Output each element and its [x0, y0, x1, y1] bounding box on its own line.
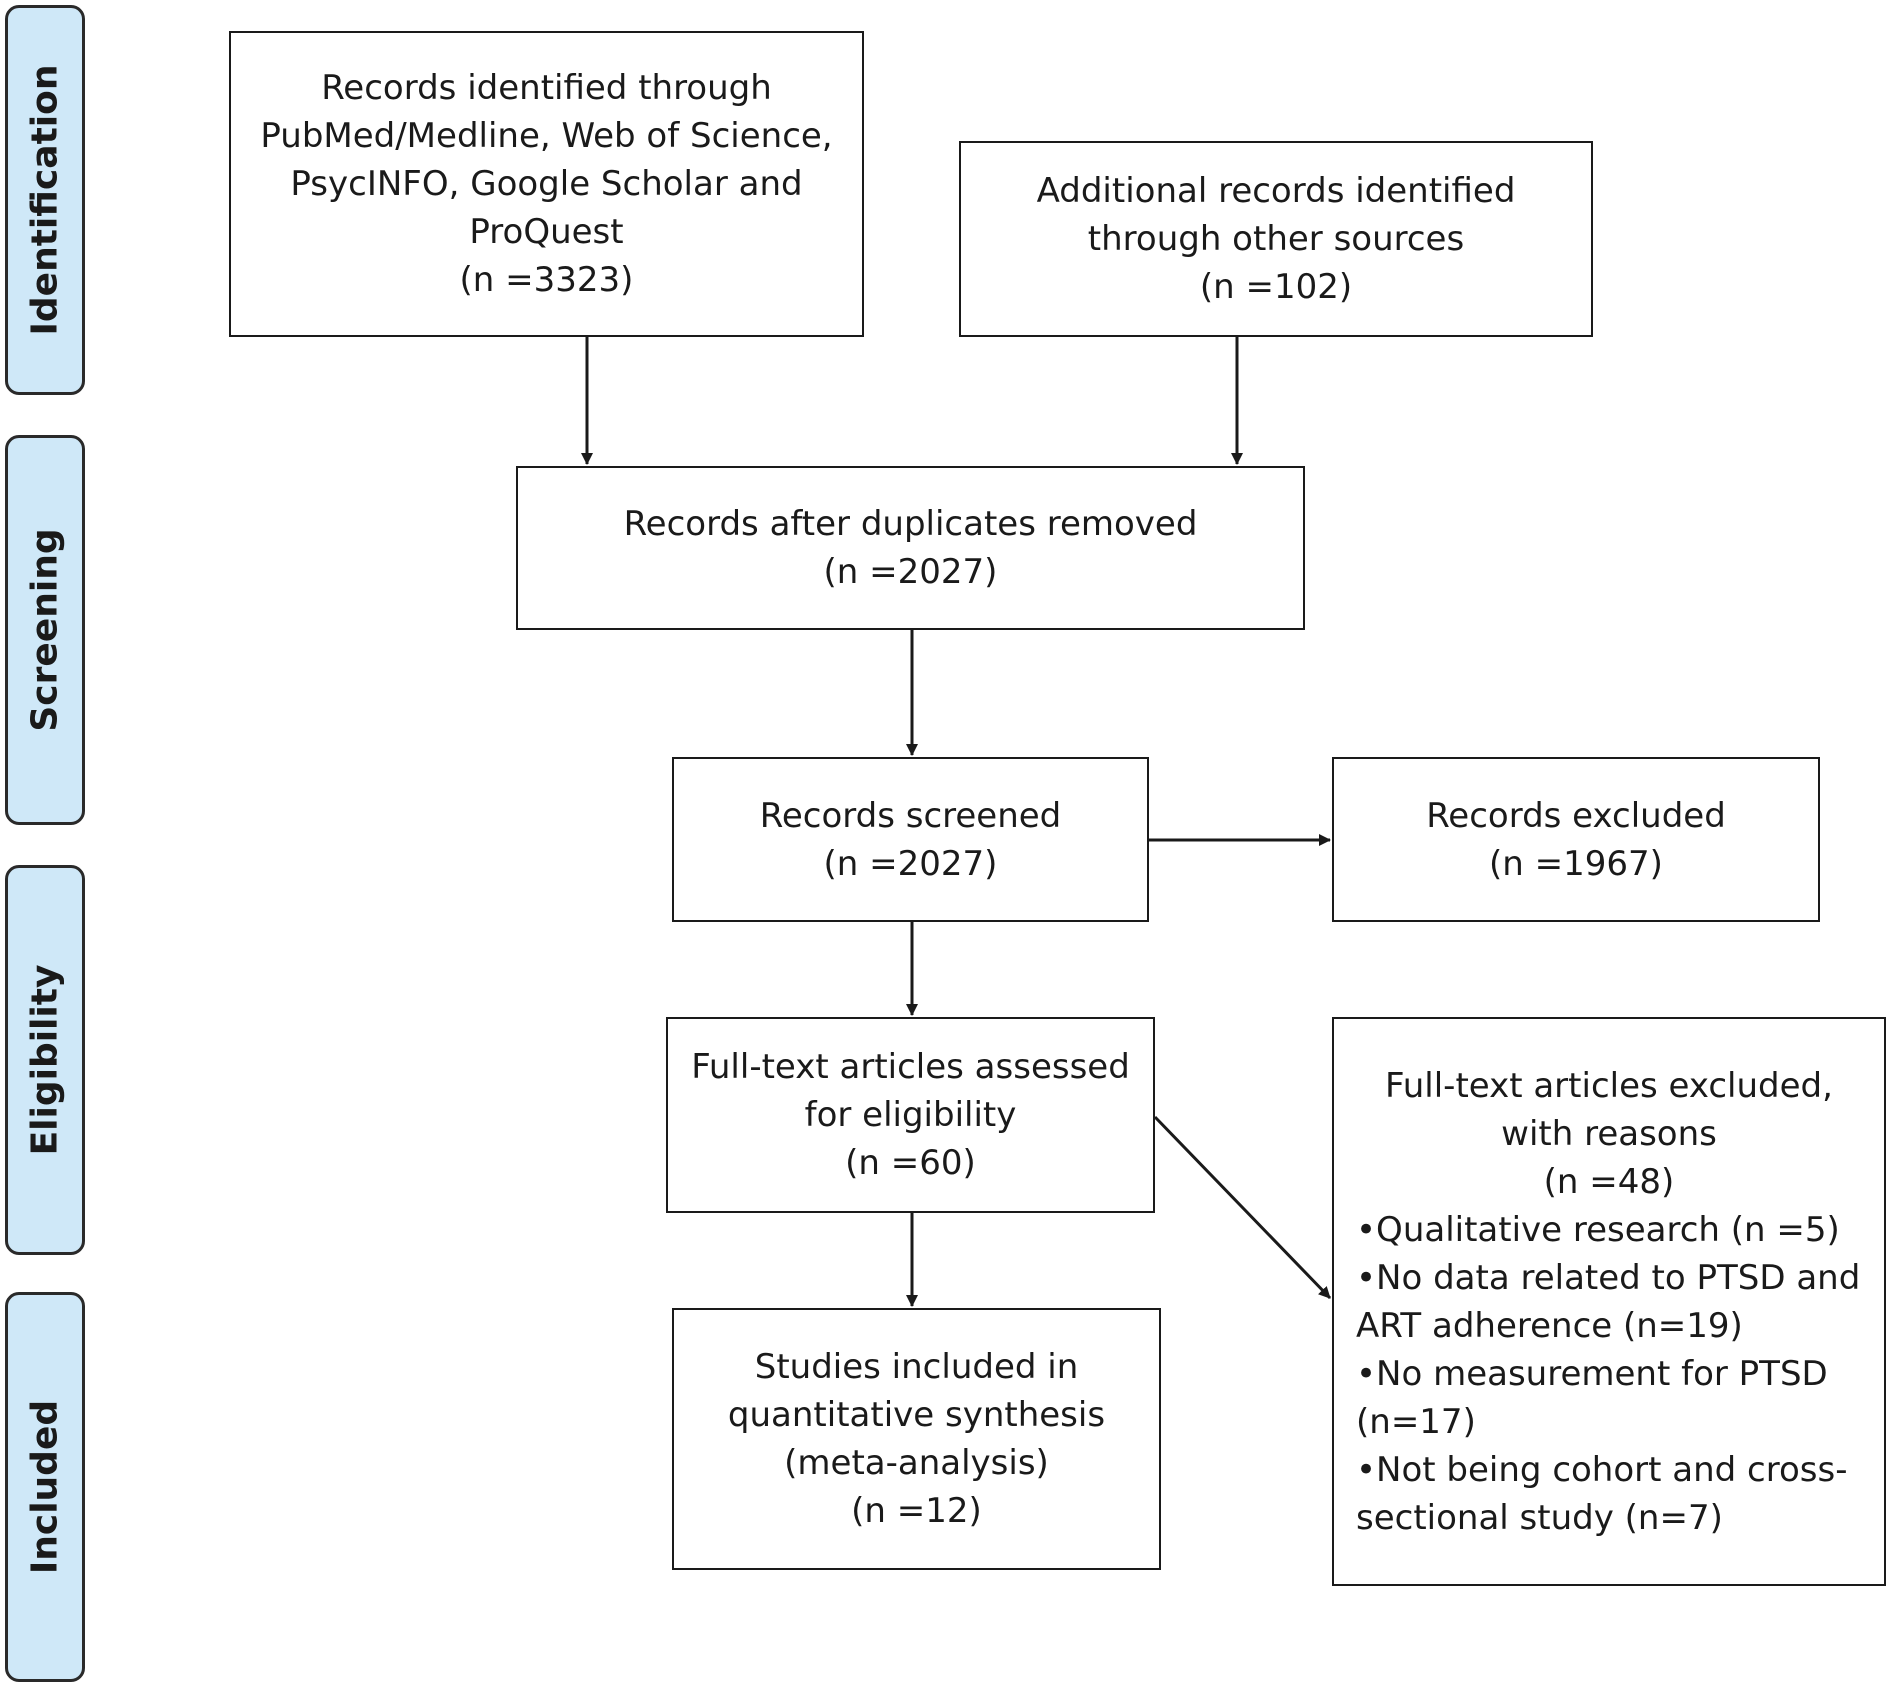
box-db-records: Records identified through PubMed/Medlin…	[229, 31, 864, 337]
phase-included: Included	[5, 1292, 85, 1682]
box-studies-included: Studies included in quantitative synthes…	[672, 1308, 1161, 1570]
reason-not-cohort-cont: sectional study (n=7)	[1356, 1497, 1723, 1538]
dedup-line-1: Records after duplicates removed	[623, 504, 1198, 544]
phase-eligibility: Eligibility	[5, 865, 85, 1255]
screened-count: (n =2027)	[823, 843, 998, 884]
reason-no-measurement: •No measurement for PTSD	[1356, 1353, 1828, 1394]
excluded-count: (n =1967)	[1489, 843, 1663, 884]
included-line-2: quantitative synthesis	[727, 1395, 1106, 1435]
db-records-line-1: Records identified through	[321, 68, 772, 108]
fulltext-line-2: for eligibility	[804, 1095, 1017, 1135]
phase-identification: Identification	[5, 5, 85, 395]
included-line-3: (meta-analysis)	[784, 1443, 1049, 1483]
reason-not-cohort: •Not being cohort and cross-	[1356, 1449, 1848, 1490]
box-other-records: Additional records identified through ot…	[959, 141, 1593, 337]
db-records-line-3: PsycINFO, Google Scholar and	[290, 164, 803, 204]
fulltext-excluded-line-2: with reasons	[1501, 1113, 1717, 1154]
other-records-line-2: through other sources	[1087, 219, 1465, 259]
excluded-line-1: Records excluded	[1426, 795, 1726, 836]
dedup-count: (n =2027)	[823, 552, 998, 592]
included-line-1: Studies included in	[754, 1347, 1079, 1387]
screened-line-1: Records screened	[759, 795, 1062, 836]
db-records-line-2: PubMed/Medline, Web of Science,	[260, 116, 833, 156]
other-records-line-1: Additional records identified	[1036, 171, 1516, 211]
fulltext-count: (n =60)	[845, 1143, 976, 1183]
db-records-line-4: ProQuest	[469, 212, 624, 252]
reason-no-data-cont: ART adherence (n=19)	[1356, 1305, 1743, 1346]
phase-screening: Screening	[5, 435, 85, 825]
reason-no-data: •No data related to PTSD and	[1356, 1257, 1861, 1298]
fulltext-excluded-count: (n =48)	[1543, 1161, 1675, 1202]
db-records-count: (n =3323)	[459, 260, 634, 300]
box-fulltext-excluded: Full-text articles excluded, with reason…	[1332, 1017, 1886, 1586]
box-screened: Records screened (n =2027)	[672, 757, 1149, 922]
box-fulltext-assessed: Full-text articles assessed for eligibil…	[666, 1017, 1155, 1213]
box-records-excluded: Records excluded (n =1967)	[1332, 757, 1820, 922]
reason-qualitative: •Qualitative research (n =5)	[1356, 1209, 1840, 1250]
reason-no-measurement-cont: (n=17)	[1356, 1401, 1476, 1442]
fulltext-line-1: Full-text articles assessed	[691, 1047, 1130, 1087]
arrow-fulltext-to-excluded	[1153, 1115, 1332, 1300]
fulltext-excluded-line-1: Full-text articles excluded,	[1385, 1065, 1833, 1106]
other-records-count: (n =102)	[1199, 267, 1353, 307]
box-dedup: Records after duplicates removed (n =202…	[516, 466, 1305, 630]
included-count: (n =12)	[851, 1491, 982, 1531]
